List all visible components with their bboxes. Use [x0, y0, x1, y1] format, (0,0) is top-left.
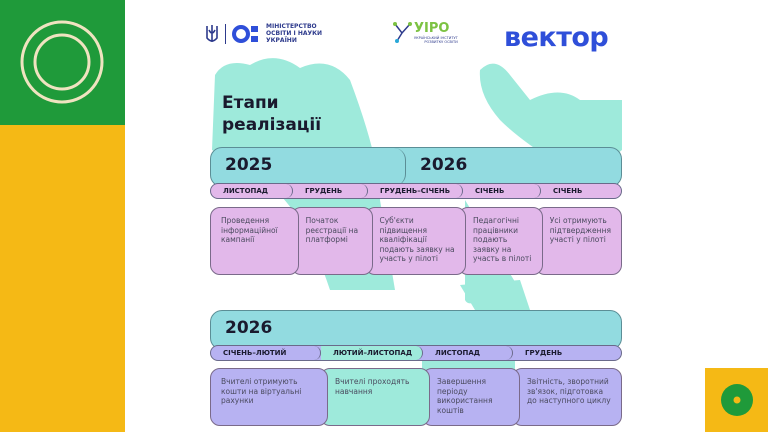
stage-card: Вчителі отримують кошти на віртуальні ра…	[210, 368, 328, 426]
ministry-mark-icon	[232, 24, 258, 43]
uipo-logo: УІРО УКРАЇНСЬКИЙ ІНСТИТУТ РОЗВИТКУ ОСВІТ…	[392, 21, 458, 45]
uipo-sub-1: УКРАЇНСЬКИЙ ІНСТИТУТ	[414, 36, 458, 40]
month-label: ГРУДЕНЬ–СІЧЕНЬ	[368, 184, 463, 198]
month-label: ЛИСТОПАД	[423, 346, 513, 360]
stage-card: Проведення інформаційної кампанії	[210, 207, 299, 275]
ministry-line-3: УКРАЇНИ	[266, 37, 297, 44]
year-2026: 2026	[420, 155, 468, 175]
year-2026: 2026	[225, 318, 273, 338]
ministry-logo: МІНІСТЕРСТВО ОСВІТИ І НАУКИ УКРАЇНИ	[205, 23, 322, 44]
month-label: ЛЮТИЙ–ЛИСТОПАД	[321, 346, 423, 360]
month-label: СІЧЕНЬ–ЛЮТИЙ	[211, 346, 321, 360]
month-label: ГРУДЕНЬ	[525, 349, 563, 357]
stage-card: Вчителі проходять навчання	[320, 368, 430, 426]
month-label: ЛИСТОПАД	[211, 184, 293, 198]
year-2025: 2025	[211, 148, 406, 186]
trident-icon	[206, 24, 218, 42]
uipo-sub-2: РОЗВИТКУ ОСВІТИ	[424, 40, 458, 44]
stage-card: Завершення періоду використання коштів	[422, 368, 520, 426]
yellow-decor-panel	[0, 125, 125, 432]
stage-card: Усі отримують підтвердження участі у піл…	[534, 207, 622, 275]
uipo-title: УІРО	[414, 21, 450, 36]
month-label: СІЧЕНЬ	[463, 184, 541, 198]
stage-card: Педагогічні працівники подають заявку на…	[457, 207, 543, 275]
month-bar-1: ЛИСТОПАД ГРУДЕНЬ ГРУДЕНЬ–СІЧЕНЬ СІЧЕНЬ С…	[210, 183, 622, 199]
month-bar-2: СІЧЕНЬ–ЛЮТИЙ ЛЮТИЙ–ЛИСТОПАД ЛИСТОПАД ГРУ…	[210, 345, 622, 361]
cards-row-2: Вчителі отримують кошти на віртуальні ра…	[210, 368, 622, 426]
year-bar-1: 2025 2026	[210, 147, 622, 187]
stage-card: Звітність, зворотний зв'язок, підготовка…	[512, 368, 622, 426]
stage-card: Початок реєстрації на платформі	[290, 207, 373, 275]
vektor-logo: вектор	[504, 22, 609, 53]
month-label: ГРУДЕНЬ	[293, 184, 368, 198]
corner-decor	[705, 368, 768, 432]
cards-row-1: Проведення інформаційної кампанії Почато…	[210, 207, 622, 275]
year-bar-2: 2026	[210, 310, 622, 350]
ministry-line-1: МІНІСТЕРСТВО	[266, 23, 317, 30]
page-title: Етапи реалізації	[222, 93, 322, 135]
month-label: СІЧЕНЬ	[553, 187, 583, 195]
green-dot-icon	[721, 384, 753, 416]
concentric-circles-icon	[20, 20, 104, 104]
green-decor-panel	[0, 0, 125, 125]
ministry-line-2: ОСВІТИ І НАУКИ	[266, 30, 323, 37]
stage-card: Суб'єкти підвищення кваліфікації подають…	[364, 207, 466, 275]
uipo-network-icon	[393, 22, 412, 43]
